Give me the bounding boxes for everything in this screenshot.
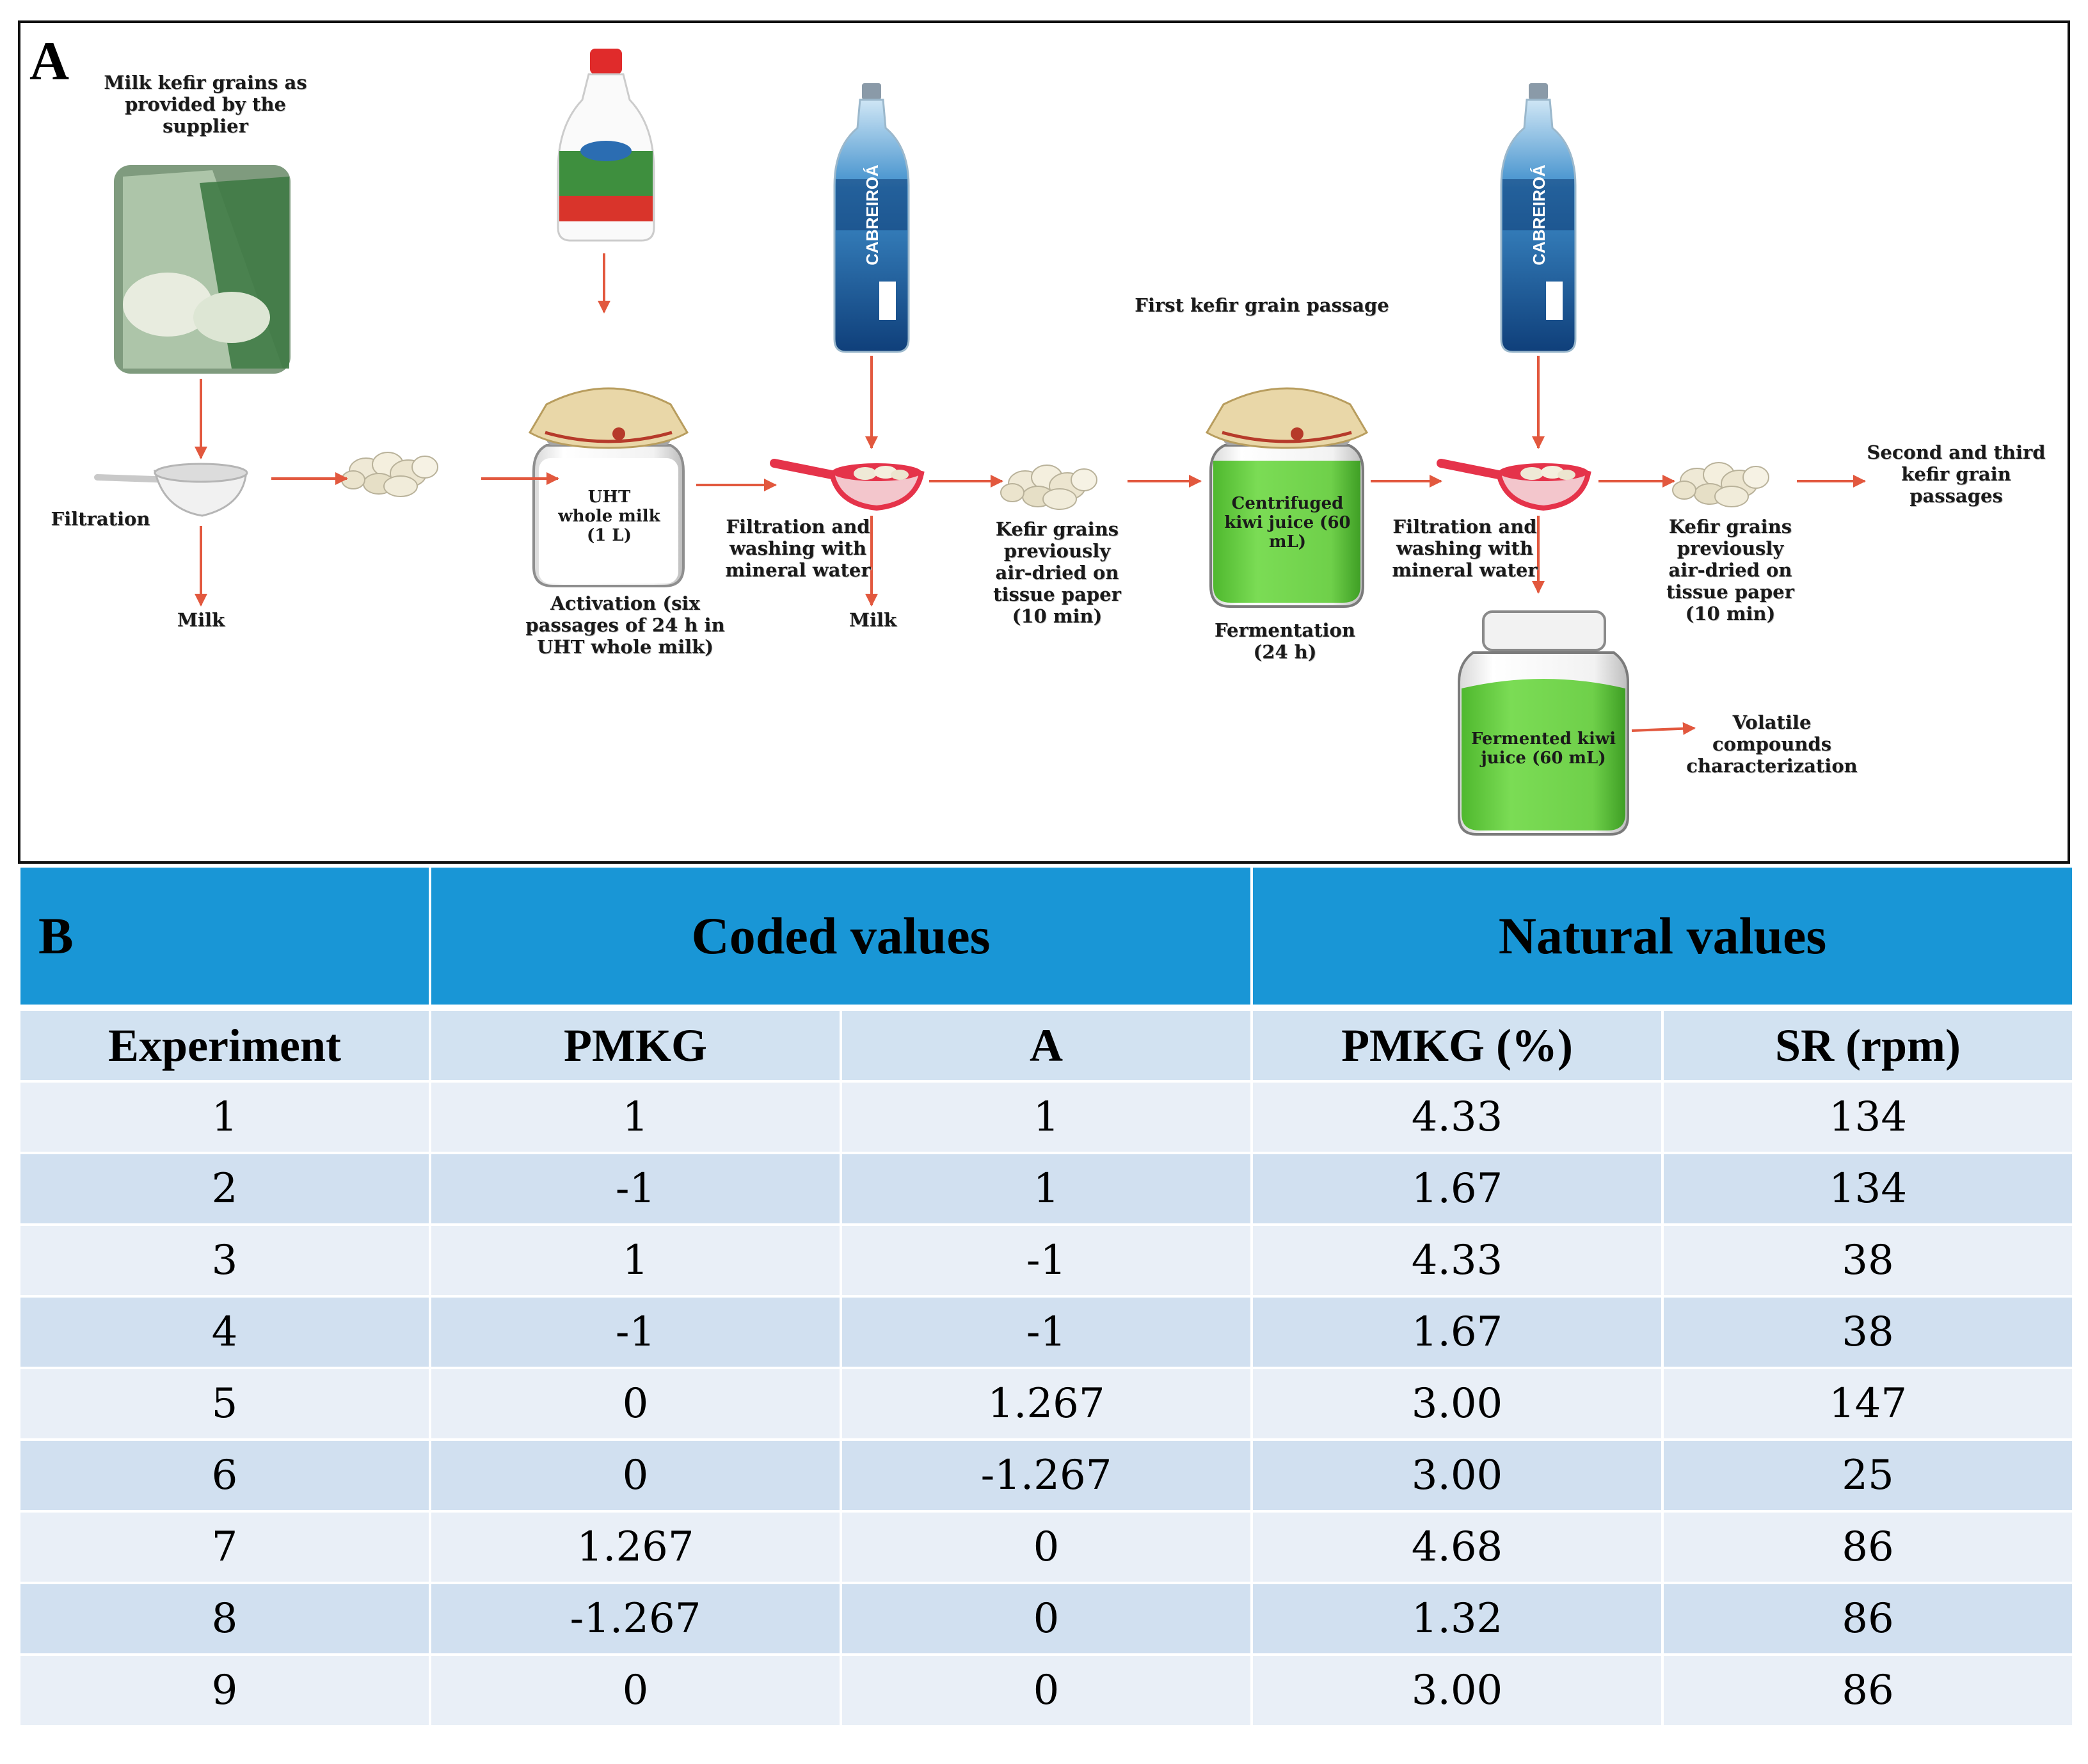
column-header-a-coded: A [839, 1006, 1254, 1083]
cell-pmkg-natural: 3.00 [1250, 1438, 1664, 1513]
water-brand-2: CABREIROÁ [1529, 164, 1549, 266]
cell-pmkg-natural: 4.33 [1250, 1223, 1664, 1298]
cell-pmkg-coded: 0 [429, 1367, 842, 1441]
label-uht-milk: UHT whole milk (1 L) [558, 488, 660, 545]
panel-a-letter: A [29, 30, 70, 91]
cell-pmkg-coded: -1.267 [429, 1582, 842, 1656]
label-grains-air-dried-1: Kefir grains previously air-dried on tis… [993, 518, 1121, 627]
cell-pmkg-natural: 1.32 [1250, 1582, 1664, 1656]
label-volatile-compounds: Volatile compounds characterization [1686, 711, 1858, 777]
cell-sr-natural: 25 [1661, 1438, 2075, 1513]
kefir-grains-2 [1000, 465, 1097, 510]
colander-icon [94, 463, 248, 517]
panel-a-flow-diagram: A [18, 20, 2070, 864]
cell-sr-natural: 134 [1661, 1152, 2075, 1226]
panel-b-letter: B [18, 865, 431, 1011]
cell-a-coded: 1 [839, 1152, 1254, 1226]
cell-sr-natural: 86 [1661, 1653, 2075, 1728]
cell-experiment: 8 [18, 1582, 431, 1656]
strainer-icon-1 [774, 463, 921, 508]
cell-sr-natural: 134 [1661, 1080, 2075, 1154]
label-milk-grains: Milk kefir grains as provided by the sup… [104, 72, 307, 137]
cell-a-coded: 1 [839, 1080, 1254, 1154]
cell-pmkg-coded: 0 [429, 1438, 842, 1513]
cell-a-coded: 0 [839, 1582, 1254, 1656]
cell-a-coded: 0 [839, 1510, 1254, 1584]
kefir-grains-3 [1672, 462, 1769, 507]
label-filtration-washing-2: Filtration and washing with mineral wate… [1392, 516, 1538, 581]
label-activation: Activation (six passages of 24 h in UHT … [525, 592, 725, 658]
cell-experiment: 2 [18, 1152, 431, 1226]
flow-diagram-graphics: CABREIROÁ CABREIROÁ [94, 49, 1866, 836]
group-header-coded-values: Coded values [428, 865, 1254, 1011]
cell-sr-natural: 86 [1661, 1582, 2075, 1656]
uht-milk-jar [528, 387, 689, 587]
cell-pmkg-natural: 4.33 [1250, 1080, 1664, 1154]
centrifuged-juice-jar [1205, 387, 1369, 608]
label-milk-left: Milk [177, 609, 225, 631]
cell-a-coded: 0 [839, 1653, 1254, 1728]
strainer-icon-2 [1441, 463, 1588, 508]
milk-bottle-icon [557, 49, 655, 242]
experimental-design-table: B Coded values Natural values Experiment… [18, 865, 2075, 1728]
group-header-natural-values: Natural values [1250, 865, 2075, 1011]
cell-pmkg-coded: 0 [429, 1653, 842, 1728]
column-header-experiment: Experiment [18, 1006, 431, 1083]
column-header-pmkg-natural: PMKG (%) [1250, 1006, 1664, 1083]
water-brand-1: CABREIROÁ [863, 164, 882, 266]
panel-b-table: B Coded values Natural values Experiment… [18, 865, 2075, 1728]
label-filtration-washing-1: Filtration and washing with mineral wate… [725, 516, 871, 581]
cell-a-coded: -1 [839, 1223, 1254, 1298]
column-header-pmkg-coded: PMKG [429, 1006, 842, 1083]
cell-experiment: 3 [18, 1223, 431, 1298]
kefir-grains-1 [341, 452, 438, 497]
cell-experiment: 4 [18, 1295, 431, 1369]
cell-pmkg-coded: -1 [429, 1152, 842, 1226]
flow-arrows [195, 253, 1866, 735]
cell-experiment: 7 [18, 1510, 431, 1584]
label-second-third-passages: Second and third kefir grain passages [1867, 441, 2046, 507]
table-group-header-row: B Coded values Natural values [18, 865, 2075, 1011]
cell-pmkg-coded: 1.267 [429, 1510, 842, 1584]
label-first-passage: First kefir grain passage [1135, 294, 1389, 316]
label-grains-air-dried-2: Kefir grains previously air-dried on tis… [1666, 516, 1794, 624]
cell-pmkg-coded: 1 [429, 1080, 842, 1154]
column-header-sr-natural: SR (rpm) [1661, 1006, 2075, 1083]
cell-a-coded: -1 [839, 1295, 1254, 1369]
cell-pmkg-natural: 3.00 [1250, 1367, 1664, 1441]
cell-pmkg-coded: -1 [429, 1295, 842, 1369]
cell-sr-natural: 38 [1661, 1295, 2075, 1369]
cell-a-coded: -1.267 [839, 1438, 1254, 1513]
cell-pmkg-natural: 4.68 [1250, 1510, 1664, 1584]
cell-sr-natural: 147 [1661, 1367, 2075, 1441]
label-fermented-juice: Fermented kiwi juice (60 mL) [1470, 729, 1616, 768]
cell-experiment: 6 [18, 1438, 431, 1513]
cell-experiment: 5 [18, 1367, 431, 1441]
label-milk-right: Milk [849, 609, 897, 631]
cell-pmkg-natural: 1.67 [1250, 1295, 1664, 1369]
cell-sr-natural: 38 [1661, 1223, 2075, 1298]
label-centrifuged-juice: Centrifuged kiwi juice (60 mL) [1224, 494, 1351, 552]
cell-experiment: 1 [18, 1080, 431, 1154]
cell-a-coded: 1.267 [839, 1367, 1254, 1441]
table-column-header-row: Experiment PMKG A PMKG (%) SR (rpm) [18, 1006, 2075, 1083]
cell-pmkg-coded: 1 [429, 1223, 842, 1298]
cell-sr-natural: 86 [1661, 1510, 2075, 1584]
cell-pmkg-natural: 1.67 [1250, 1152, 1664, 1226]
fermented-juice-jar [1458, 610, 1629, 836]
cell-pmkg-natural: 3.00 [1250, 1653, 1664, 1728]
label-filtration: Filtration [51, 508, 150, 530]
label-fermentation: Fermentation (24 h) [1215, 619, 1355, 663]
cell-experiment: 9 [18, 1653, 431, 1728]
